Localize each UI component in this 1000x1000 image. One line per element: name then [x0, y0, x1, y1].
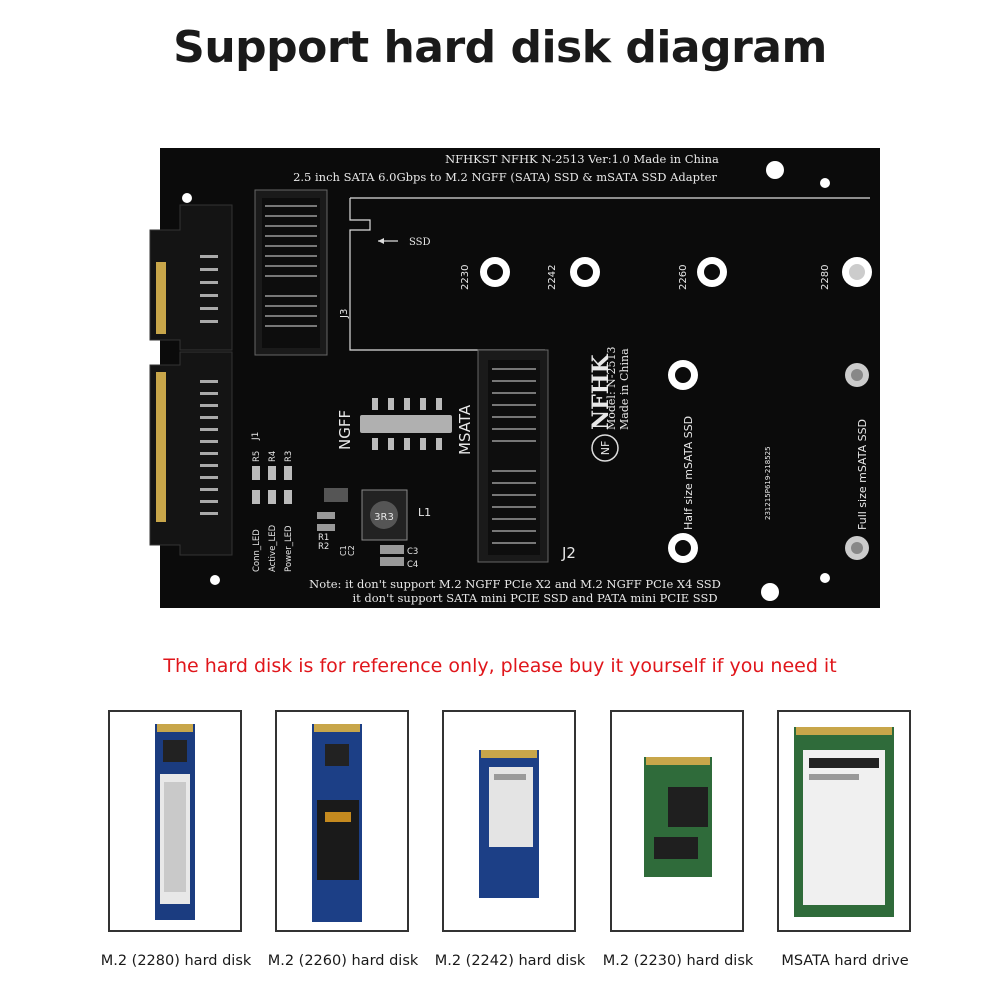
ngff-label: NGFF: [336, 410, 354, 450]
disk-card-msata: [777, 710, 911, 932]
ssd-outline: [349, 197, 870, 351]
model-line: Model: N-2513: [605, 347, 618, 431]
r2-label: R2: [318, 542, 329, 552]
r3-label: R3: [284, 451, 294, 462]
full-size-label: Full size mSATA SSD: [856, 419, 869, 530]
r4-label: R4: [268, 451, 278, 462]
sata-connector: [149, 204, 233, 556]
l1-label: L1: [418, 506, 431, 519]
size-label-2242: 2242: [547, 265, 558, 290]
made-in-label: Made in China: [618, 348, 631, 430]
note-line-1: Note: it don't support M.2 NGFF PCIe X2 …: [309, 577, 721, 591]
power-led-label: Power_LED: [284, 525, 294, 572]
svg-text:NF: NF: [599, 441, 612, 456]
r5-label: R5: [252, 451, 262, 462]
size-label-2260: 2260: [678, 265, 689, 290]
size-label-2230a: 2230: [460, 265, 471, 290]
reference-notice: The hard disk is for reference only, ple…: [163, 655, 837, 677]
brand-logo: NFHK: [588, 353, 614, 430]
c3-label: C3: [407, 547, 418, 557]
disk-caption-msata: MSATA hard drive: [781, 953, 909, 969]
inductor: [370, 501, 398, 529]
j1-label: J1: [251, 432, 261, 441]
size-label-2280: 2280: [820, 265, 831, 290]
half-size-label: Half size mSATA SSD: [682, 416, 695, 530]
adapter-board: NFHKST NFHK N-2513 Ver:1.0 Made in China…: [149, 148, 880, 608]
board-header-1: NFHKST NFHK N-2513 Ver:1.0 Made in China: [445, 152, 719, 166]
note-line-2: it don't support SATA mini PCIE SSD and …: [352, 591, 717, 605]
disk-card-2230: [610, 710, 744, 932]
active-led-label: Active_LED: [268, 524, 278, 572]
disk-caption-2230: M.2 (2230) hard disk: [602, 953, 754, 969]
page-title: Support hard disk diagram: [173, 22, 827, 73]
c4-label: C4: [407, 560, 418, 570]
disk-caption-2242: M.2 (2242) hard disk: [434, 953, 586, 969]
ssd-arrow-label: SSD: [409, 237, 431, 248]
msata-slot: [477, 349, 549, 563]
board-header-2: 2.5 inch SATA 6.0Gbps to M.2 NGFF (SATA)…: [293, 170, 717, 184]
c2-label: C2: [347, 545, 356, 556]
c1-label: C1: [339, 545, 348, 556]
r1-label: R1: [318, 533, 329, 543]
disk-card-2280: [108, 710, 242, 932]
j2-label: J2: [561, 544, 576, 562]
msata-label: MSATA: [456, 404, 474, 455]
conn-led-label: Conn_LED: [252, 529, 262, 572]
disk-card-2260: [275, 710, 409, 932]
mode-jumper: [360, 398, 452, 450]
inductor-marking: 3R3: [374, 512, 394, 523]
serial-code: 231215P619-218525: [764, 446, 772, 520]
m2-slot: [254, 189, 328, 356]
disk-card-2242: [442, 710, 576, 932]
j3-label: J3: [339, 309, 350, 319]
nf-logo-icon: [591, 434, 619, 462]
disk-caption-2260: M.2 (2260) hard disk: [267, 953, 419, 969]
disk-caption-2280: M.2 (2280) hard disk: [100, 953, 252, 969]
